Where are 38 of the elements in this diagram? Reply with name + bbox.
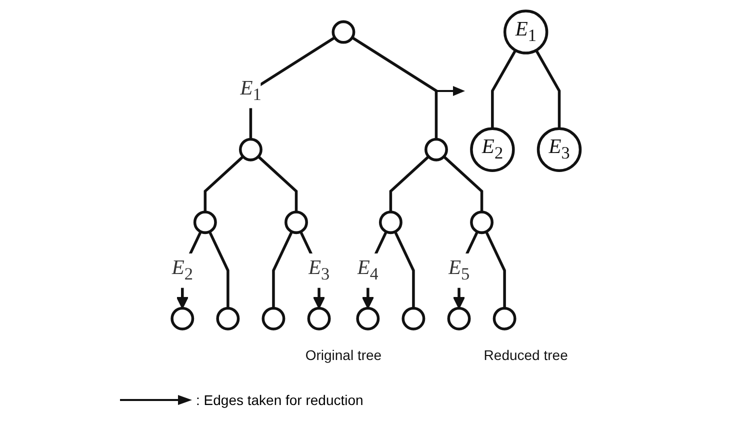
edge-label: E$_{1}$ <box>240 78 262 104</box>
edge-label: E$_{2}$ <box>172 258 194 284</box>
node-circle <box>170 306 194 330</box>
connector <box>351 36 438 140</box>
node-circle <box>216 306 240 330</box>
node-circle <box>238 138 262 162</box>
node-circle <box>262 306 286 330</box>
node-circle <box>503 10 548 54</box>
node-circle <box>492 306 516 330</box>
connector <box>491 50 517 129</box>
node-circle <box>536 127 582 172</box>
tree-caption: Reduced tree <box>484 346 568 363</box>
connector <box>208 231 230 308</box>
edge-label: E$_{4}$ <box>357 258 379 284</box>
connector <box>257 156 298 212</box>
node-circle <box>470 210 494 234</box>
tree-diagram: E$_{1}$ E$_{2}$ E$_{3}$ E$_{4}$ E$_{5}$ E$_{1}$ E$_{2}$ E$_{3}$ <box>0 0 752 340</box>
edge-label: E$_{3}$ <box>308 258 330 284</box>
connector <box>272 231 294 308</box>
node-circle <box>447 306 471 330</box>
node-circle <box>284 210 308 234</box>
legend-text: : Edges taken for reduction <box>196 392 364 408</box>
connector <box>535 50 561 129</box>
node-circle <box>470 127 515 172</box>
node-circle <box>332 20 356 44</box>
connector <box>484 231 506 308</box>
node-circle <box>402 306 426 330</box>
node-circle <box>307 306 331 330</box>
edge-label: E$_{5}$ <box>448 258 470 284</box>
node-circle <box>193 210 217 234</box>
connector <box>204 156 244 212</box>
connector <box>394 231 415 308</box>
node-circle <box>356 306 380 330</box>
connector <box>442 156 484 212</box>
node-circle <box>424 138 448 162</box>
node-circle <box>378 210 402 234</box>
connector <box>389 156 430 212</box>
tree-caption: Original tree <box>305 346 382 363</box>
